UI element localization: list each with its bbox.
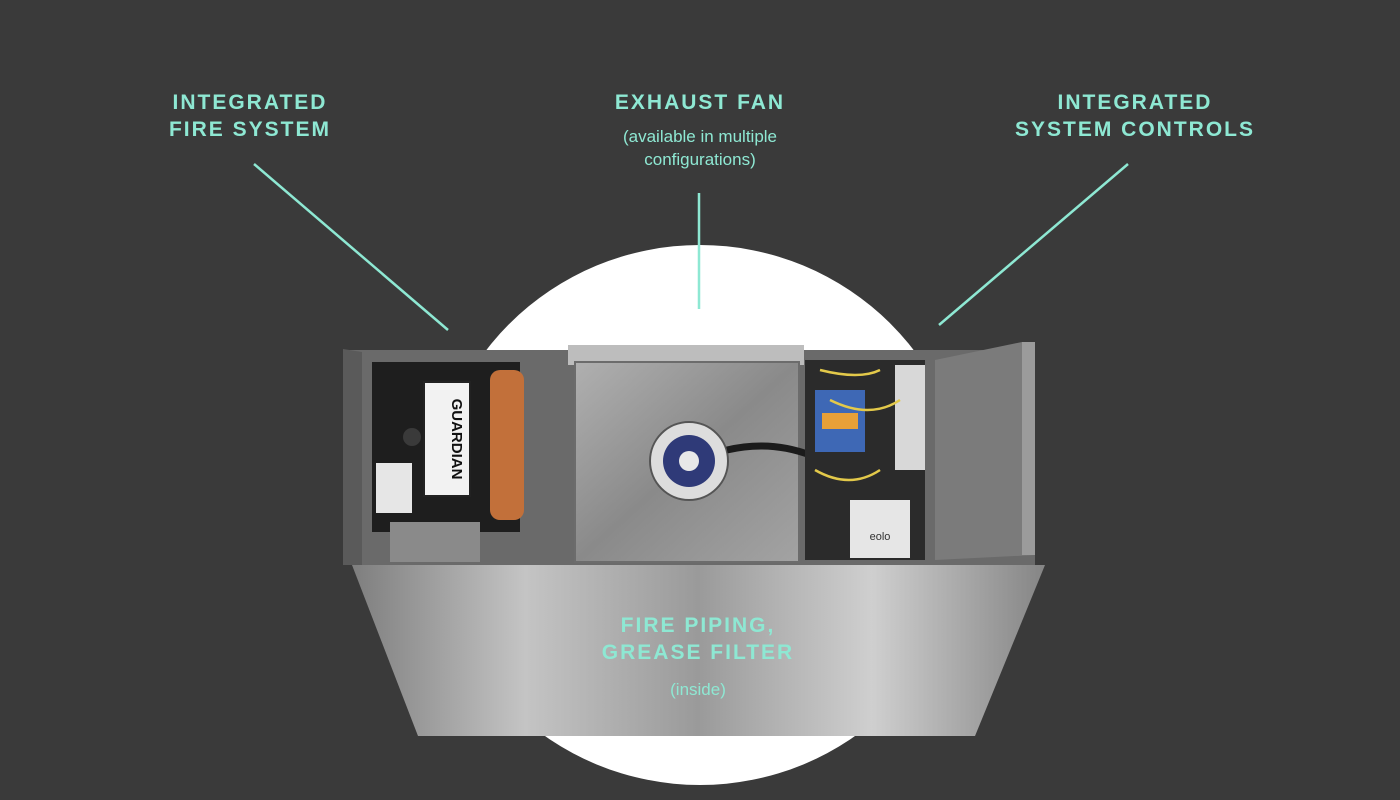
fire-piping-subtitle: (inside) xyxy=(548,678,848,701)
fire-piping-line1: FIRE PIPING, xyxy=(620,614,776,637)
fire-system-line1: INTEGRATED xyxy=(172,91,328,114)
fire-piping-callout: FIRE PIPING, GREASE FILTER xyxy=(548,612,848,666)
system-controls-leader-line xyxy=(938,163,1129,326)
fire-piping-sub-text: (inside) xyxy=(670,680,726,699)
system-controls-callout: INTEGRATED SYSTEM CONTROLS xyxy=(985,89,1285,143)
hood-lower-section xyxy=(352,565,1045,736)
controller-brand-label: eolo xyxy=(870,531,891,543)
exhaust-fan-callout: EXHAUST FAN xyxy=(560,89,840,116)
exhaust-fan-sub-line1: (available in multiple xyxy=(622,127,778,146)
system-control-panel: eolo xyxy=(805,360,925,560)
exhaust-fan-subtitle: (available in multiple configurations) xyxy=(560,125,840,171)
fire-system-leader-line xyxy=(253,163,449,331)
exhaust-fan-sub-line2: configurations) xyxy=(644,150,756,169)
system-controls-line1: INTEGRATED xyxy=(1057,91,1213,114)
fire-piping-line2: GREASE FILTER xyxy=(601,641,795,664)
fire-system-unit: GUARDIAN xyxy=(372,362,524,562)
exhaust-fan-housing xyxy=(568,345,812,563)
fire-system-line2: FIRE SYSTEM xyxy=(168,118,332,141)
system-controls-line2: SYSTEM CONTROLS xyxy=(1014,118,1255,141)
exhaust-fan-title: EXHAUST FAN xyxy=(614,91,786,114)
fire-unit-brand-label: GUARDIAN xyxy=(448,399,465,480)
fire-system-callout: INTEGRATED FIRE SYSTEM xyxy=(130,89,370,143)
